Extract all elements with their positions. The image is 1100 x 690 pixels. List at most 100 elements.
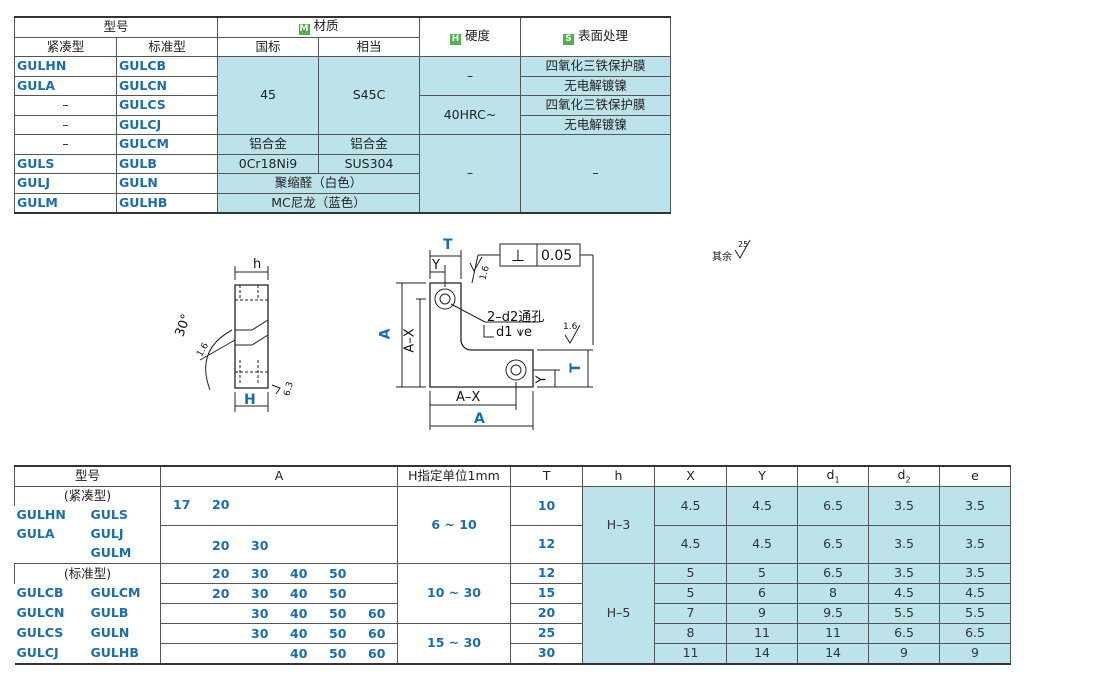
d1-value: 14 bbox=[797, 643, 870, 665]
d2-value: 3.5 bbox=[868, 524, 941, 564]
standard-code: GULCB bbox=[115, 56, 219, 77]
label-through-holes: 2–d2通孔 bbox=[487, 310, 545, 325]
roughness-note: 其余 bbox=[712, 252, 732, 263]
roughness-note-value: 25 bbox=[738, 240, 749, 249]
compact-code: GULJ bbox=[14, 173, 117, 194]
t-value: 30 bbox=[510, 643, 584, 665]
model-code: GULB bbox=[90, 605, 129, 621]
t-value: 25 bbox=[510, 623, 584, 644]
header-Y: Y bbox=[726, 465, 799, 487]
material-gb: 铝合金 bbox=[217, 134, 320, 155]
label-roughness-63: 6.3 bbox=[282, 380, 296, 398]
table-row: GULCS GULN 30 40 50 60 15 ~ 30 25 8 11 1… bbox=[15, 623, 1012, 665]
header-h: h bbox=[582, 465, 656, 487]
y-value: 4.5 bbox=[726, 524, 799, 564]
label-A-bottom: A bbox=[474, 411, 485, 427]
y-value: 14 bbox=[726, 643, 799, 665]
a-values: 40 50 60 bbox=[160, 643, 399, 665]
e-value: 3.5 bbox=[939, 563, 1012, 584]
x-value: 5 bbox=[654, 563, 728, 584]
material-equiv: 铝合金 bbox=[318, 134, 421, 155]
x-value: 5 bbox=[654, 583, 728, 604]
table-row: GULHN GULCB 45 S45C – 四氧化三铁保护膜 bbox=[14, 56, 672, 135]
x-value: 11 bbox=[654, 643, 728, 665]
d2-value: 6.5 bbox=[868, 623, 941, 644]
surface-badge-icon: S bbox=[563, 33, 575, 45]
label-counterbore: d1 ⩛e bbox=[496, 325, 533, 340]
surface-value: – bbox=[520, 134, 672, 214]
table-row: GULA GULJ 20 30 12 4.5 4.5 6.5 3.5 3.5 bbox=[15, 524, 1012, 564]
model-code: GULCS bbox=[16, 625, 64, 641]
d2-value: 3.5 bbox=[868, 563, 941, 584]
header-T: T bbox=[510, 465, 584, 487]
table-row: GULCN GULB 30 40 50 60 20 7 9 9.5 5.5 5.… bbox=[15, 603, 1012, 624]
x-value: 8 bbox=[654, 623, 728, 644]
model-code: GULS bbox=[90, 507, 128, 523]
material-equiv: S45C bbox=[318, 56, 421, 135]
label-H: H bbox=[244, 392, 256, 408]
e-value: 6.5 bbox=[939, 623, 1012, 644]
material-gb: 0Cr18Ni9 bbox=[217, 153, 320, 174]
header-compact: 紧凑型 bbox=[14, 36, 117, 57]
table-row: GULHN GULS bbox=[15, 506, 1011, 525]
side-view bbox=[199, 266, 281, 412]
label-angle: 30° bbox=[172, 312, 195, 339]
category-standard: (标准型) bbox=[13, 563, 162, 584]
surface-value: 四氧化三铁保护膜 bbox=[520, 95, 672, 116]
header-H: H指定单位1mm bbox=[397, 465, 512, 487]
header-d1: d1 bbox=[797, 465, 870, 487]
y-value: 6 bbox=[726, 583, 799, 604]
label-roughness-a: 1.6 bbox=[195, 341, 212, 359]
d2-value: 5.5 bbox=[868, 603, 941, 624]
label-roughness-b: 1.6 bbox=[478, 264, 492, 282]
d2-value: 3.5 bbox=[868, 486, 941, 526]
compact-code: – bbox=[14, 134, 117, 155]
standard-code: GULCM bbox=[115, 134, 219, 155]
hardness-value: – bbox=[419, 56, 522, 96]
hardness-value: – bbox=[419, 134, 522, 214]
standard-code: GULCS bbox=[115, 95, 219, 116]
header-A: A bbox=[160, 465, 399, 487]
category-compact: (紧凑型) bbox=[13, 486, 162, 506]
model-code: GULCN bbox=[16, 605, 65, 621]
model-code: GULHN bbox=[16, 507, 66, 523]
d2-value: 4.5 bbox=[868, 583, 941, 604]
a-values: 20 30 bbox=[160, 524, 399, 564]
a-values: 30 40 50 60 bbox=[160, 623, 399, 644]
label-Y-top: Y bbox=[432, 258, 440, 273]
header-model: 型号 bbox=[13, 465, 162, 487]
header-X: X bbox=[654, 465, 728, 487]
d1-value: 11 bbox=[797, 623, 870, 644]
header-standard: 标准型 bbox=[115, 36, 219, 57]
standard-code: GULN bbox=[115, 173, 219, 194]
material-equiv: SUS304 bbox=[318, 153, 421, 174]
a-values: 20 30 40 50 bbox=[160, 583, 399, 604]
material-badge-icon: M bbox=[298, 23, 310, 35]
label-A-left: A bbox=[377, 328, 394, 340]
h-range: 15 ~ 30 bbox=[397, 623, 512, 665]
model-code: GULCM bbox=[90, 585, 141, 601]
label-T-top: T bbox=[443, 237, 453, 253]
table-row: GULCB GULCM 20 30 40 50 15 5 6 8 4.5 4.5 bbox=[15, 583, 1012, 604]
table-row: GULCJ GULHB 40 50 60 30 11 14 14 9 9 bbox=[15, 643, 1012, 665]
label-AX-left: A–X bbox=[402, 328, 418, 353]
a-values: 17 20 bbox=[160, 486, 399, 526]
model-code: GULCB bbox=[16, 585, 64, 601]
compact-code: GULM bbox=[14, 192, 117, 214]
model-code: GULM bbox=[88, 544, 161, 564]
hardness-value: 40HRC~ bbox=[419, 95, 522, 135]
label-h: h bbox=[253, 257, 262, 272]
hardness-badge-icon: H bbox=[450, 33, 462, 45]
y-value: 9 bbox=[726, 603, 799, 624]
h-range: 10 ~ 30 bbox=[397, 563, 512, 624]
t-value: 15 bbox=[510, 583, 584, 604]
a-values: 30 40 50 60 bbox=[160, 603, 399, 624]
h-range: 6 ~ 10 bbox=[397, 486, 512, 564]
model-code bbox=[14, 544, 89, 564]
compact-code: GULA bbox=[14, 75, 117, 96]
d1-value: 6.5 bbox=[797, 486, 870, 526]
